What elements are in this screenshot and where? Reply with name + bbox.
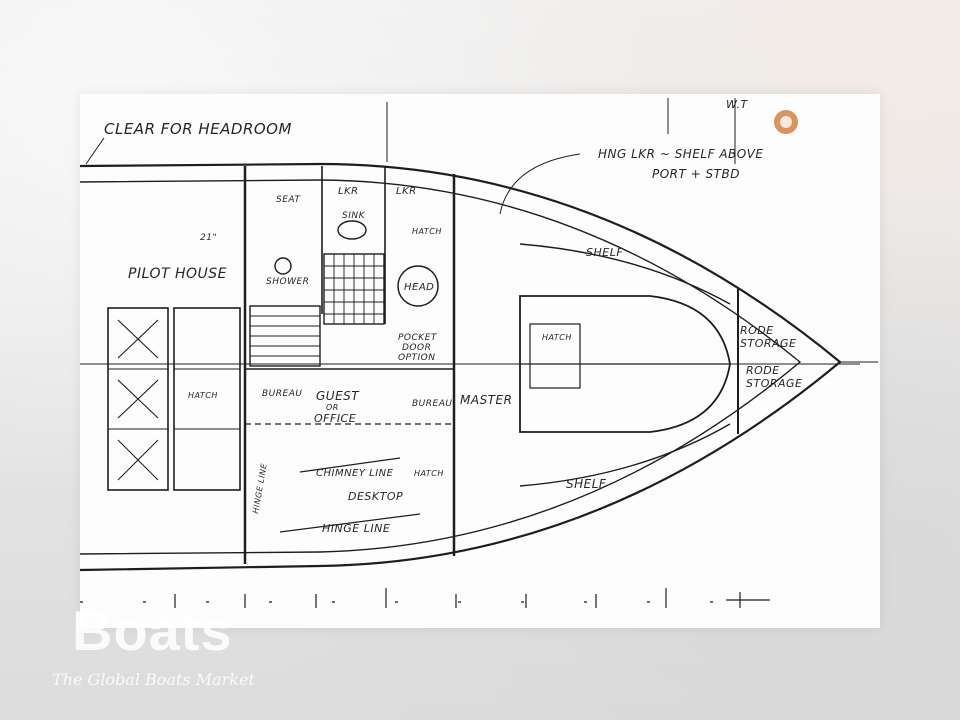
badge-icon [774,110,798,134]
master-label: MASTER [460,393,512,407]
sink-label: SINK [342,211,366,221]
hanging-locker-note: HNG LKR ~ SHELF ABOVE [598,147,764,161]
pocket-door-2: DOOR [402,343,431,353]
head-toilet [397,265,439,307]
station-ticks [80,588,770,608]
head-hatch-label: HATCH [412,227,442,236]
hull-inner-line [80,179,802,555]
shower-label: SHOWER [266,277,309,287]
plan-svg: CLEAR FOR HEADROOM W.T HNG LKR ~ SHELF A… [80,98,878,608]
headroom-leader [85,137,105,165]
hinge-side-label: HINGE LINE [251,462,269,514]
hull-outline [80,162,842,572]
bureau-label-1: BUREAU [262,389,302,399]
or-label: OR [326,403,339,412]
pilot-hatch-label: HATCH [188,391,218,400]
settee-cushions [108,319,240,481]
locker-label-1: LKR [338,186,359,197]
note-leader [499,153,581,215]
settee-port [107,307,169,491]
wt-label: W.T [726,98,748,111]
companionway-steps [249,305,321,367]
head-label: HEAD [404,282,434,293]
desktop-label: DESKTOP [348,490,403,503]
shower-drain [274,257,292,275]
headroom-note: CLEAR FOR HEADROOM [104,120,292,138]
shelf-top [519,243,731,305]
sink-basin [337,220,367,240]
pilot-house-label: PILOT HOUSE [128,266,227,282]
floor-plan-drawing: CLEAR FOR HEADROOM W.T HNG LKR ~ SHELF A… [80,94,880,628]
master-hatch-label: HATCH [542,333,572,342]
dimension-label: 21" [200,233,217,243]
shelf-bottom-label: SHELF [566,477,607,491]
office-label: OFFICE [314,412,356,425]
seat-label: SEAT [276,195,301,205]
shelf-bottom [519,423,731,487]
guest-label: GUEST [316,389,360,403]
pocket-door-1: POCKET [398,333,438,343]
locker-label-2: LKR [396,186,417,197]
port-stbd-note: PORT + STBD [652,167,740,181]
pocket-door-3: OPTION [398,353,435,363]
shelf-top-label: SHELF [586,246,623,259]
settee-stbd [173,307,241,491]
bureau-label-2: BUREAU [412,399,452,409]
office-hatch-label: HATCH [414,469,444,478]
chimney-line-label: CHIMNEY LINE [316,468,394,479]
master-hatch [529,323,581,389]
head-floor-grid [323,253,385,325]
hinge-line-label: HINGE LINE [322,522,390,535]
watermark-logo: Boats [72,599,233,662]
chimney-line-stroke [299,457,401,473]
watermark-tagline: The Global Boats Market [52,670,255,689]
hinge-line-stroke [279,513,421,533]
